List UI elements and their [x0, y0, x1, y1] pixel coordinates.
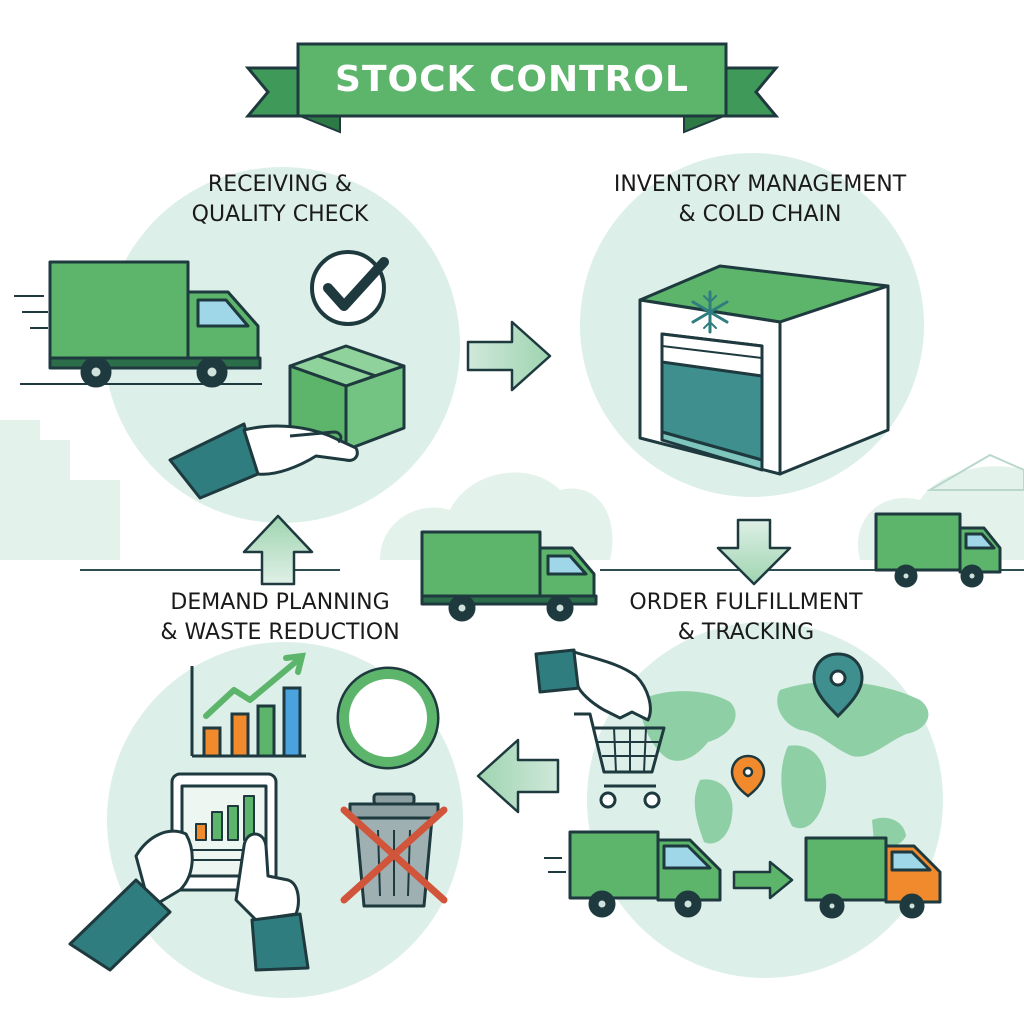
- arrow-down: [716, 518, 792, 586]
- step-label-line: ORDER FULFILLMENT: [629, 590, 863, 615]
- step-label-demand: DEMAND PLANNING & WASTE REDUCTION: [130, 588, 430, 648]
- delivery-van-icon: [544, 830, 722, 918]
- step-label-line: RECEIVING &: [207, 172, 353, 197]
- shopping-cart-icon: [574, 712, 666, 809]
- step-label-line: QUALITY CHECK: [191, 202, 369, 227]
- step-label-line: & WASTE REDUCTION: [160, 620, 400, 645]
- page-title: STOCK CONTROL: [335, 58, 689, 100]
- step-label-line: & TRACKING: [677, 620, 815, 645]
- location-pin-icon: [812, 652, 864, 719]
- delivery-truck-icon: [14, 260, 262, 388]
- circle-icon: [336, 666, 440, 770]
- step-label-line: INVENTORY MANAGEMENT: [613, 172, 907, 197]
- title-banner: STOCK CONTROL: [298, 44, 726, 114]
- hand-icon: [68, 829, 310, 972]
- order-circle: [587, 622, 943, 978]
- delivery-truck-icon: [420, 530, 598, 622]
- location-pin-icon: [730, 754, 766, 798]
- arrow-right: [466, 320, 552, 392]
- step-label-line: DEMAND PLANNING: [170, 590, 390, 615]
- checkmark-icon: [310, 250, 389, 326]
- delivery-van-icon: [804, 836, 942, 919]
- title-ribbon: [244, 42, 780, 134]
- arrow-left: [476, 738, 560, 814]
- step-label-line: & COLD CHAIN: [678, 202, 842, 227]
- delivery-truck-icon: [874, 512, 1002, 588]
- step-label-inventory: INVENTORY MANAGEMENT & COLD CHAIN: [560, 170, 960, 230]
- step-label-receiving: RECEIVING & QUALITY CHECK: [150, 170, 410, 230]
- crossed-trash-bin-icon: [340, 792, 448, 908]
- hand-icon: [168, 422, 359, 500]
- cold-storage-warehouse-icon: [638, 264, 890, 476]
- arrow-small-right: [732, 860, 794, 900]
- arrow-up: [242, 514, 314, 586]
- step-label-order: ORDER FULFILLMENT & TRACKING: [596, 588, 896, 648]
- bar-chart-trend-icon: [190, 652, 306, 758]
- snowflake-icon: [691, 290, 729, 334]
- hand-icon: [534, 648, 652, 722]
